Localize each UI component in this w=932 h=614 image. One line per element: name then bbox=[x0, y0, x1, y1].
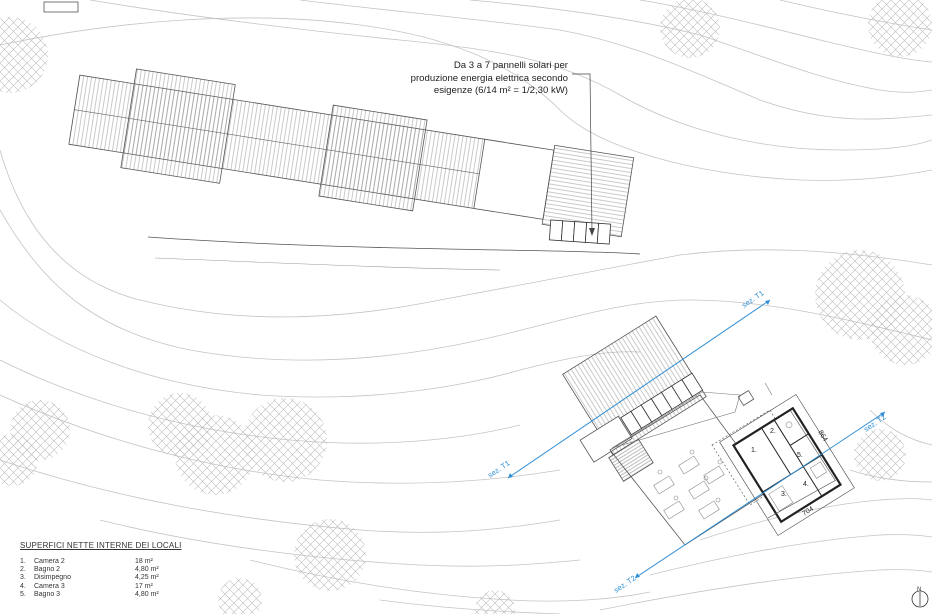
legend-area: 4,80 m² bbox=[135, 590, 159, 598]
legend-num: 4. bbox=[20, 582, 26, 590]
outdoor-tables bbox=[653, 449, 725, 520]
legend-row: 2. Bagno 2 4,80 m² bbox=[20, 566, 195, 574]
solar-panel-annotation: Da 3 a 7 pannelli solari per produzione … bbox=[372, 60, 568, 98]
north-label: N bbox=[917, 587, 921, 593]
legend-num: 5. bbox=[20, 590, 26, 598]
room-area-legend: SUPERFICI NETTE INTERNE DEI LOCALI 1. Ca… bbox=[20, 541, 195, 599]
main-building-terrace-line bbox=[147, 236, 641, 255]
legend-area: 4,80 m² bbox=[135, 566, 159, 574]
legend-room: Bagno 2 bbox=[34, 566, 61, 574]
legend-row: 1. Camera 2 18 m² bbox=[20, 558, 195, 566]
second-building bbox=[562, 315, 707, 482]
room-label-1: 1. bbox=[751, 447, 757, 454]
section-label-t1-bottom: sez. T1 bbox=[486, 459, 511, 480]
shed bbox=[737, 390, 755, 406]
room-label-3: 3. bbox=[781, 491, 787, 498]
legend-room: Bagno 3 bbox=[34, 590, 61, 598]
north-arrow bbox=[911, 590, 929, 608]
legend-row: 3. Disimpegno 4,25 m² bbox=[20, 574, 195, 582]
section-line-t1 bbox=[507, 299, 771, 479]
dimension-depth: 864 bbox=[816, 429, 828, 443]
annotation-line-3: esigenze (6/14 m² = 1/2,30 kW) bbox=[433, 85, 568, 97]
section-line-t2 bbox=[634, 411, 886, 579]
legend-row: 4. Camera 3 17 m² bbox=[20, 583, 195, 591]
legend-room: Camera 3 bbox=[34, 582, 65, 590]
second-building-solar-panels bbox=[620, 372, 704, 436]
room-label-4: 4. bbox=[803, 481, 809, 488]
main-building bbox=[68, 68, 635, 238]
room-label-2: 2. bbox=[770, 428, 776, 435]
legend-room: Disimpegno bbox=[34, 574, 71, 582]
legend-num: 1. bbox=[20, 558, 26, 565]
annotation-line-1: Da 3 a 7 pannelli solari per bbox=[453, 60, 568, 71]
legend-title: SUPERFICI NETTE INTERNE DEI LOCALI bbox=[20, 541, 182, 550]
section-label-t1-top: sez. T1 bbox=[740, 289, 765, 310]
legend-room: Camera 2 bbox=[34, 558, 65, 565]
room-label-5: 5. bbox=[797, 452, 803, 459]
main-building-solar-panels bbox=[548, 219, 612, 245]
dimension-lines bbox=[767, 409, 837, 519]
annotation-line-2: produzione energia elettrica secondo bbox=[410, 72, 568, 84]
legend-area: 17 m² bbox=[135, 582, 153, 590]
legend-area: 4,25 m² bbox=[135, 574, 159, 582]
section-label-t2-bottom: sez. T2 bbox=[612, 574, 637, 595]
annotation-arrow bbox=[589, 228, 595, 236]
annotation-leader bbox=[572, 73, 593, 233]
legend-row: 5. Bagno 3 4,80 m² bbox=[20, 591, 195, 599]
legend-area: 18 m² bbox=[135, 558, 153, 565]
small-structure bbox=[43, 1, 79, 13]
legend-num: 3. bbox=[20, 574, 26, 582]
guest-house bbox=[719, 394, 855, 536]
legend-num: 2. bbox=[20, 566, 26, 574]
